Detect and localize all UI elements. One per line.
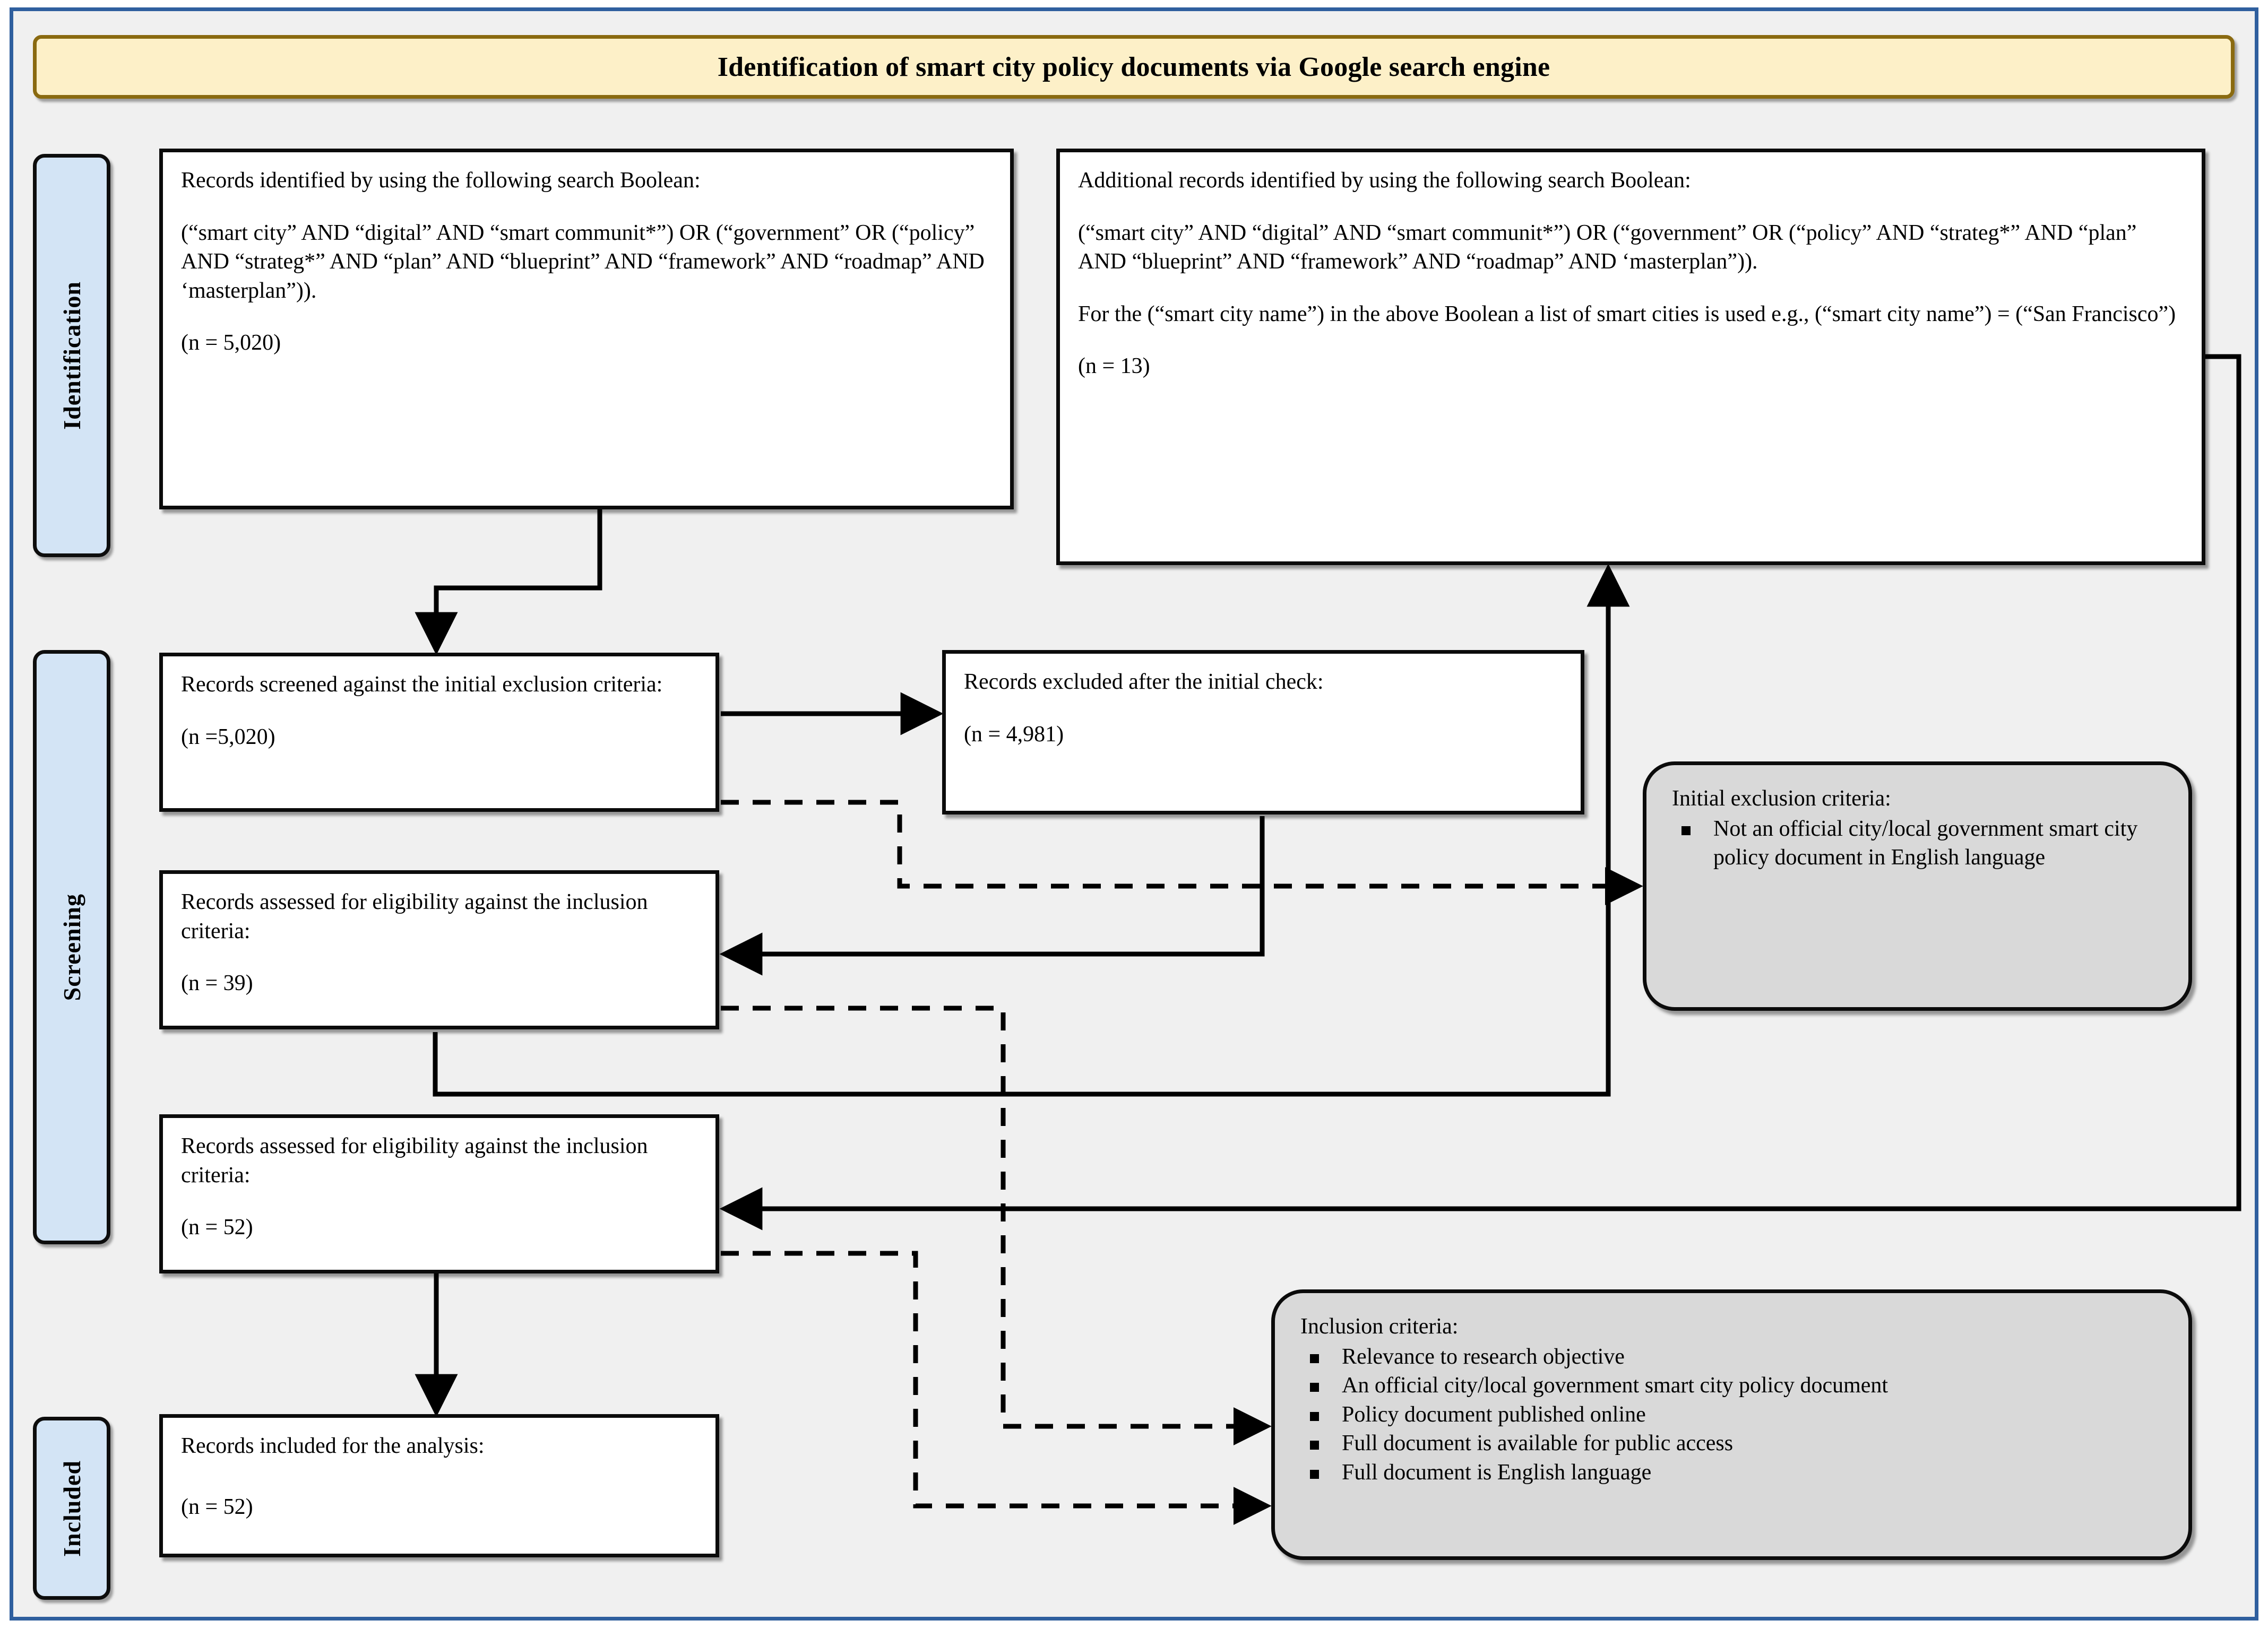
box-records-assessed-eligibility-39: Records assessed for eligibility against… <box>159 870 719 1029</box>
eligibility52-heading: Records assessed for eligibility against… <box>181 1134 648 1188</box>
phase-label-screening: Screening <box>58 893 85 1001</box>
exclusion-criteria-list: Not an official city/local government sm… <box>1672 814 2167 872</box>
records-screened-heading: Records screened against the initial exc… <box>181 672 663 697</box>
page-title: Identification of smart city policy docu… <box>717 51 1550 82</box>
box-records-identified: Records identified by using the followin… <box>159 149 1014 509</box>
diagram-title-banner: Identification of smart city policy docu… <box>33 35 2235 99</box>
records-screened-count: (n =5,020) <box>181 724 275 749</box>
additional-records-count: (n = 13) <box>1078 354 1150 379</box>
box-records-screened: Records screened against the initial exc… <box>159 653 719 812</box>
box-inclusion-criteria: Inclusion criteria: Relevance to researc… <box>1271 1289 2192 1560</box>
square-bullet-icon <box>1681 826 1691 835</box>
square-bullet-icon <box>1310 1469 1319 1479</box>
exclusion-criteria-item-0: Not an official city/local government sm… <box>1713 816 2138 870</box>
phase-label-identification: Identification <box>58 281 85 430</box>
box-records-included-for-analysis: Records included for the analysis: (n = … <box>159 1414 719 1557</box>
square-bullet-icon <box>1310 1441 1319 1450</box>
inclusion-criteria-heading: Inclusion criteria: <box>1300 1314 1459 1339</box>
phase-tab-identification: Identification <box>33 154 110 557</box>
inclusion-criteria-item-1: An official city/local government smart … <box>1342 1373 1888 1398</box>
included-analysis-count: (n = 52) <box>181 1494 253 1519</box>
phase-tab-included: Included <box>33 1417 110 1600</box>
records-identified-count: (n = 5,020) <box>181 331 281 356</box>
box-additional-records-identified: Additional records identified by using t… <box>1056 149 2205 565</box>
phase-tab-screening: Screening <box>33 650 110 1244</box>
list-item: An official city/local government smart … <box>1300 1371 2167 1400</box>
inclusion-criteria-item-2: Policy document published online <box>1342 1402 1646 1427</box>
eligibility39-heading: Records assessed for eligibility against… <box>181 890 648 943</box>
additional-records-boolean: (“smart city” AND “digital” AND “smart c… <box>1078 220 2137 274</box>
records-identified-boolean: (“smart city” AND “digital” AND “smart c… <box>181 220 985 303</box>
records-excluded-heading: Records excluded after the initial check… <box>964 670 1324 694</box>
included-analysis-heading: Records included for the analysis: <box>181 1434 485 1458</box>
box-initial-exclusion-criteria: Initial exclusion criteria: Not an offic… <box>1643 761 2192 1011</box>
inclusion-criteria-item-0: Relevance to research objective <box>1342 1344 1625 1369</box>
list-item: Full document is available for public ac… <box>1300 1429 2167 1458</box>
phase-label-included: Included <box>58 1460 85 1557</box>
square-bullet-icon <box>1310 1383 1319 1392</box>
square-bullet-icon <box>1310 1411 1319 1421</box>
list-item: Full document is English language <box>1300 1458 2167 1487</box>
inclusion-criteria-item-4: Full document is English language <box>1342 1460 1652 1485</box>
box-records-excluded: Records excluded after the initial check… <box>942 650 1584 814</box>
list-item: Policy document published online <box>1300 1400 2167 1429</box>
box-records-assessed-eligibility-52: Records assessed for eligibility against… <box>159 1114 719 1273</box>
list-item: Relevance to research objective <box>1300 1342 2167 1372</box>
list-item: Not an official city/local government sm… <box>1672 814 2167 872</box>
additional-records-heading: Additional records identified by using t… <box>1078 168 1691 193</box>
records-identified-heading: Records identified by using the followin… <box>181 168 701 193</box>
inclusion-criteria-item-3: Full document is available for public ac… <box>1342 1431 1734 1456</box>
eligibility52-count: (n = 52) <box>181 1215 253 1240</box>
eligibility39-count: (n = 39) <box>181 971 253 996</box>
records-excluded-count: (n = 4,981) <box>964 722 1064 747</box>
exclusion-criteria-heading: Initial exclusion criteria: <box>1672 786 1891 811</box>
additional-records-note: For the (“smart city name”) in the above… <box>1078 301 2176 326</box>
inclusion-criteria-list: Relevance to research objective An offic… <box>1300 1342 2167 1487</box>
square-bullet-icon <box>1310 1354 1319 1363</box>
